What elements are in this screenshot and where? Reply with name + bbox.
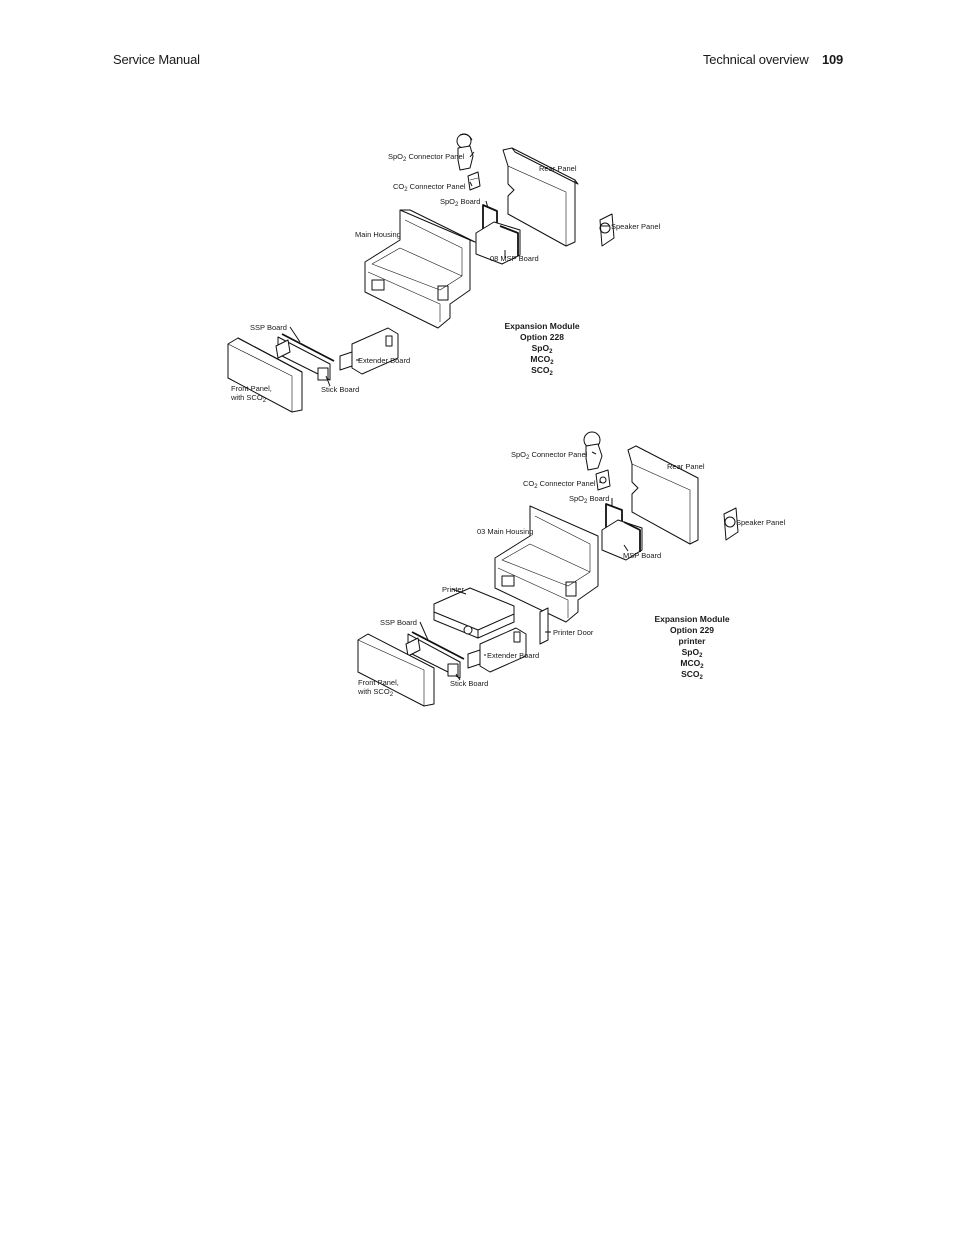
fig2-label-main-housing: 03 Main Housing xyxy=(477,527,534,536)
fig1-caption: Expansion Module Option 228 SpO2 MCO2 SC… xyxy=(504,321,580,377)
fig1-co2-connector-panel-part xyxy=(467,171,481,191)
fig1-label-rear-panel: Rear Panel xyxy=(539,164,577,173)
fig2-label-printer-door: Printer Door xyxy=(553,628,594,637)
fig1-rear-panel-part xyxy=(502,147,579,247)
fig1-label-main-housing: Main Housing xyxy=(355,230,401,239)
fig2-rear-panel-part xyxy=(627,445,699,545)
fig1-label-spo2-connector-panel: SpO2 Connector Panel xyxy=(388,152,465,163)
fig2-label-spo2-board: SpO2 Board xyxy=(569,494,610,505)
fig2-label-front-panel: Front Panel, with SCO2 xyxy=(358,678,399,698)
fig2-label-spo2-connector-panel: SpO2 Connector Panel xyxy=(511,450,588,461)
fig1-label-speaker-panel: Speaker Panel xyxy=(611,222,661,231)
fig1-label-front-panel: Front Panel, with SCO2 xyxy=(231,384,272,404)
fig2-label-co2-connector-panel: CO2 Connector Panel xyxy=(523,479,596,490)
fig1-label-extender-board: Extender Board xyxy=(358,356,411,365)
page-number: 109 xyxy=(822,52,844,67)
fig1-label-msp-board: 08 MSP Board xyxy=(490,254,539,263)
figure1-drawing xyxy=(227,133,615,413)
fig1-extender-board-part xyxy=(339,327,399,375)
fig2-label-stick-board: Stick Board xyxy=(450,679,489,688)
manual-title: Service Manual xyxy=(113,52,200,67)
fig1-label-ssp-board: SSP Board xyxy=(250,323,287,332)
fig2-printer-part xyxy=(433,587,515,639)
fig2-main-housing-part xyxy=(494,505,599,623)
fig2-caption: Expansion Module Option 229 printer SpO2… xyxy=(654,614,730,681)
fig1-main-housing-part xyxy=(364,209,476,329)
fig2-extender-board-part xyxy=(467,627,527,673)
fig1-speaker-panel-part xyxy=(599,213,615,247)
fig2-msp-board-part xyxy=(601,519,643,561)
fig1-front-panel-part xyxy=(227,337,303,413)
fig2-co2-connector-panel-part xyxy=(595,469,611,491)
section-title: Technical overview xyxy=(703,52,809,67)
fig2-label-printer: Printer xyxy=(442,585,465,594)
fig2-front-panel-part xyxy=(357,633,435,707)
fig2-speaker-panel-part xyxy=(723,507,739,541)
fig2-label-rear-panel: Rear Panel xyxy=(667,462,705,471)
fig2-label-msp-board: MSP Board xyxy=(623,551,662,560)
fig2-printer-door-part xyxy=(539,607,549,645)
fig1-label-co2-connector-panel: CO2 Connector Panel xyxy=(393,182,466,193)
fig1-label-stick-board: Stick Board xyxy=(321,385,360,394)
fig2-label-ssp-board: SSP Board xyxy=(380,618,417,627)
fig2-label-extender-board: Extender Board xyxy=(487,651,540,660)
fig1-label-spo2-board: SpO2 Board xyxy=(440,197,481,208)
fig1-ssp-stick-board-part xyxy=(275,333,335,381)
figure2-drawing xyxy=(357,431,739,707)
fig2-spo2-connector-panel-part xyxy=(583,431,603,471)
fig2-label-speaker-panel: Speaker Panel xyxy=(736,518,786,527)
fig1-spo2-connector-panel-part xyxy=(456,133,474,171)
fig1-msp-board-part xyxy=(475,221,521,265)
